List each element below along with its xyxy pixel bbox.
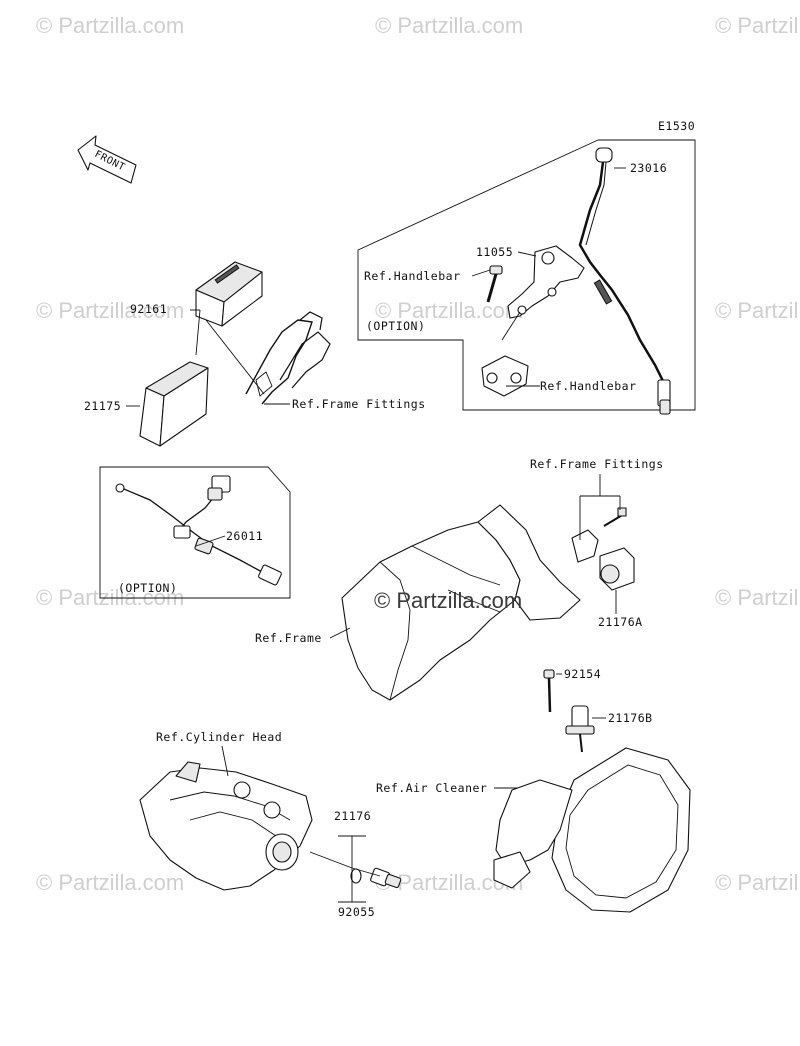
callout-92154: 92154 [564,667,601,681]
watermark: © Partzilla.com [715,870,800,895]
leader-lines [126,167,626,903]
callout-ref-handlebar-top: Ref.Handlebar [364,269,461,283]
diagram-code: E1530 [658,119,695,133]
callout-ref-frame-fittings-right: Ref.Frame Fittings [530,457,664,471]
callout-21176B: 21176B [608,711,653,725]
callout-92055: 92055 [338,905,375,919]
callout-21176: 21176 [334,809,371,823]
watermark: © Partzilla.com [36,585,184,610]
callout-option-top: (OPTION) [366,319,425,333]
callout-ref-frame: Ref.Frame [255,631,322,645]
watermark: © Partzilla.com [715,585,800,610]
callout-ref-handlebar-bottom: Ref.Handlebar [540,379,637,393]
watermark: © Partzilla.com [715,298,800,323]
callout-23016: 23016 [630,161,667,175]
o-ring-92055 [350,868,362,884]
bolt-handlebar-icon [486,265,503,303]
callout-26011: 26011 [226,529,263,543]
harness-26011 [115,475,282,586]
screw-92154 [543,669,555,713]
front-arrow-icon: FRONT [77,135,137,184]
cylinder-head [139,761,313,891]
watermark: © Partzilla.com [36,298,184,323]
frame-fittings-bracket [571,507,627,563]
watermark: © Partzilla.com [36,870,184,895]
callout-21175: 21175 [84,399,121,413]
sensor-21176 [370,867,402,889]
watermark: © Partzilla.com [375,13,523,38]
watermark: © Partzilla.com [375,298,523,323]
callout-21176A: 21176A [598,615,643,629]
callout-option-left: (OPTION) [118,581,177,595]
handlebar-clamp [481,355,529,397]
cable-23016 [578,147,671,415]
ecu-cover-92161 [195,261,263,327]
ecu-21175 [139,361,209,447]
bracket-11055 [507,245,585,319]
option-box-top [357,139,696,411]
watermark: © Partzilla.com [36,13,184,38]
callout-11055: 11055 [476,245,513,259]
option-box-left [99,466,291,599]
sensor-21176A [599,547,635,591]
ecu-bracket-frame-fittings [245,311,331,405]
frame [341,504,581,701]
callout-labels: 23016 11055 Ref.Handlebar (OPTION) Ref.H… [84,161,667,919]
watermark-grid: © Partzilla.com © Partzilla.com © Partzi… [36,13,800,895]
sensor-21176B [565,705,595,753]
air-cleaner [493,747,691,913]
center-watermark: © Partzilla.com [374,588,522,613]
callout-ref-air-cleaner: Ref.Air Cleaner [376,781,487,795]
callout-ref-cylinder-head: Ref.Cylinder Head [156,730,282,744]
callout-92161: 92161 [130,302,167,316]
callout-ref-frame-fittings-left: Ref.Frame Fittings [292,397,426,411]
watermark: © Partzilla.com [715,13,800,38]
